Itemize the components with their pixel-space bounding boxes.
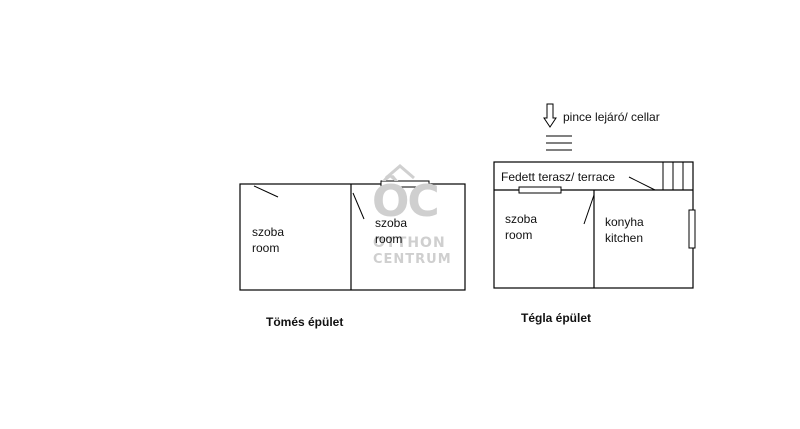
left-room2-label: szoba room — [375, 216, 407, 246]
watermark-line1: OTTHON — [373, 235, 446, 251]
left-room1-door — [253, 185, 279, 198]
left-room2-name: szoba — [375, 216, 408, 230]
kitchen-door — [628, 176, 656, 191]
stairs — [662, 162, 684, 190]
cellar-arrow-icon — [543, 103, 557, 128]
left-window — [380, 180, 430, 188]
left-building-caption: Tömés épület — [266, 315, 344, 329]
terrace-label: Fedett terasz/ terrace — [501, 170, 616, 184]
room-door — [583, 194, 595, 225]
kitchen-window — [688, 209, 696, 249]
kitchen-label: konyha kitchen — [605, 215, 644, 245]
watermark-roof-icon — [385, 164, 415, 180]
left-room1-name: szoba — [252, 225, 285, 239]
watermark-monogram: ÔC — [372, 176, 440, 227]
right-window — [518, 186, 562, 194]
cellar-steps — [546, 135, 572, 151]
right-building-caption: Tégla épület — [521, 311, 592, 325]
left-room1-name-en: room — [252, 241, 280, 255]
right-room-name: szoba — [505, 212, 538, 226]
left-room2-door — [352, 192, 365, 220]
right-room-name-en: room — [505, 228, 533, 242]
right-room-label: szoba room — [505, 212, 537, 242]
watermark-line2: CENTRUM — [373, 252, 452, 267]
left-room2-name-en: room — [375, 232, 403, 246]
left-room1-label: szoba room — [252, 225, 284, 255]
kitchen-name-en: kitchen — [605, 231, 644, 245]
cellar-label: pince lejáró/ cellar — [563, 110, 660, 124]
kitchen-name: konyha — [605, 215, 644, 229]
left-building-outline — [239, 183, 466, 291]
